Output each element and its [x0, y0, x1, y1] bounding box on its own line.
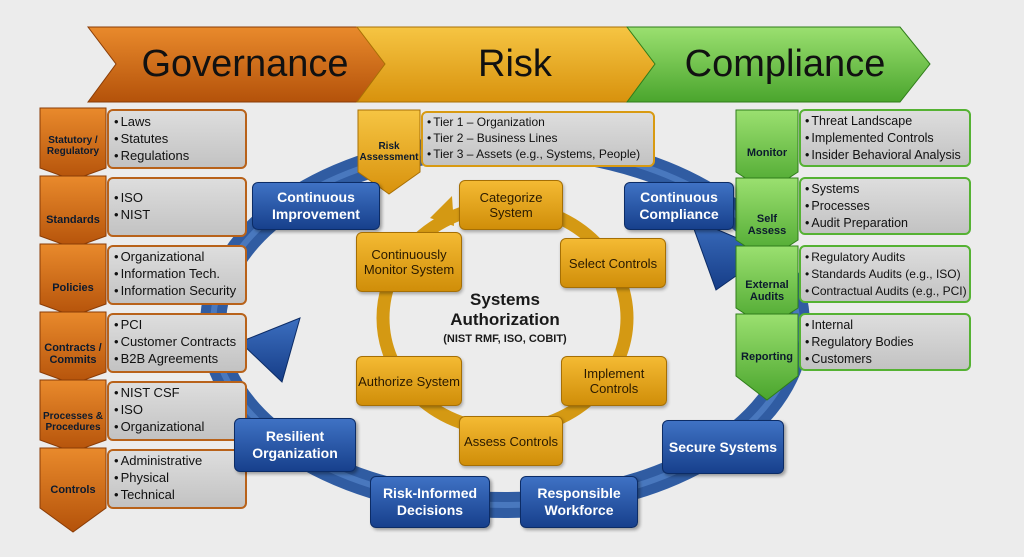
list-item: Contractual Audits (e.g., PCI): [805, 283, 966, 300]
governance-chevron-column: [39, 107, 107, 533]
governance-label-policies: Policies: [52, 281, 94, 294]
list-item: Regulatory Audits: [805, 249, 967, 266]
risk-assessment-label: Risk Assessment: [359, 141, 419, 163]
list-item: Customers: [805, 351, 914, 368]
compliance-label-self-assess: Self Assess: [747, 212, 787, 237]
governance-list-contracts: PCI Customer Contracts B2B Agreements: [114, 316, 237, 367]
continuous-improvement-box: Continuous Improvement: [252, 182, 380, 230]
list-item: Organizational: [114, 248, 236, 265]
list-item: Customer Contracts: [114, 333, 237, 350]
list-item: Systems: [805, 181, 908, 198]
list-item: Regulatory Bodies: [805, 334, 913, 351]
implement-controls-step: Implement Controls: [561, 356, 667, 406]
list-item: Physical: [114, 469, 202, 486]
resilient-organization-box: Resilient Organization: [234, 418, 356, 472]
compliance-list-external-audits: Regulatory Audits Standards Audits (e.g.…: [805, 249, 967, 300]
systems-authorization-title: Systems Authorization: [450, 290, 560, 329]
compliance-chevron: [625, 26, 931, 103]
list-item: Audit Preparation: [805, 215, 908, 232]
risk-heading: Risk: [478, 43, 552, 85]
governance-label-standards: Standards: [46, 213, 100, 226]
categorize-system-step: Categorize System: [459, 180, 563, 230]
governance-label-controls: Controls: [50, 483, 96, 496]
governance-label-statutory: Statutory / Regulatory: [46, 135, 100, 157]
list-item: Information Security: [114, 282, 237, 299]
risk-assessment-chevron: [357, 109, 421, 195]
list-item: ISO: [114, 401, 204, 418]
risk-assessment-list: Tier 1 – Organization Tier 2 – Business …: [427, 114, 640, 162]
list-item: Tier 3 – Assets (e.g., Systems, People): [427, 146, 640, 162]
list-item: Technical: [114, 486, 202, 503]
list-item: Administrative: [114, 452, 203, 469]
systems-authorization-subtitle: (NIST RMF, ISO, COBIT): [443, 333, 567, 345]
list-item: Information Tech.: [114, 265, 236, 282]
governance-list-processes: NIST CSF ISO Organizational: [114, 384, 205, 435]
list-item: ISO: [114, 189, 150, 206]
list-item: Insider Behavioral Analysis: [805, 147, 960, 164]
compliance-chevron-column: [735, 109, 799, 401]
compliance-list-self-assess: Systems Processes Audit Preparation: [805, 181, 908, 232]
governance-heading: Governance: [141, 43, 349, 85]
inner-cycle-arrowhead: [430, 196, 454, 226]
compliance-list-reporting: Internal Regulatory Bodies Customers: [805, 317, 914, 368]
outer-cycle-arrowhead-left: [239, 317, 301, 383]
governance-label-processes: Processes & Procedures: [42, 411, 104, 433]
select-controls-step: Select Controls: [560, 238, 666, 288]
list-item: B2B Agreements: [114, 350, 236, 367]
governance-list-statutory: Laws Statutes Regulations: [114, 113, 190, 164]
continuous-compliance-box: Continuous Compliance: [624, 182, 734, 230]
list-item: Implemented Controls: [805, 130, 961, 147]
list-item: Statutes: [114, 130, 189, 147]
list-item: NIST CSF: [114, 384, 204, 401]
list-item: Regulations: [114, 147, 190, 164]
continuously-monitor-step: Continuously Monitor System: [356, 232, 462, 292]
list-item: Processes: [805, 198, 908, 215]
secure-systems-box: Secure Systems: [662, 420, 784, 474]
list-item: Tier 2 – Business Lines: [427, 130, 640, 146]
list-item: Tier 1 – Organization: [427, 114, 640, 130]
authorize-system-step: Authorize System: [356, 356, 462, 406]
risk-informed-decisions-box: Risk-Informed Decisions: [370, 476, 490, 528]
compliance-label-reporting: Reporting: [741, 350, 793, 363]
governance-list-controls: Administrative Physical Technical: [114, 452, 203, 503]
compliance-label-monitor: Monitor: [746, 146, 788, 159]
list-item: NIST: [114, 206, 151, 223]
governance-list-policies: Organizational Information Tech. Informa…: [114, 248, 237, 299]
compliance-list-monitor: Threat Landscape Implemented Controls In…: [805, 113, 961, 164]
list-item: Standards Audits (e.g., ISO): [805, 266, 967, 283]
governance-list-standards: ISO NIST: [114, 189, 151, 223]
list-item: Laws: [114, 113, 189, 130]
list-item: Threat Landscape: [805, 113, 961, 130]
assess-controls-step: Assess Controls: [459, 416, 563, 466]
governance-label-contracts: Contracts / Commits: [44, 341, 102, 366]
list-item: Organizational: [114, 418, 205, 435]
list-item: Internal: [805, 317, 914, 334]
compliance-heading: Compliance: [684, 43, 886, 85]
responsible-workforce-box: Responsible Workforce: [520, 476, 638, 528]
compliance-label-external-audits: External Audits: [745, 278, 789, 303]
list-item: PCI: [114, 316, 236, 333]
